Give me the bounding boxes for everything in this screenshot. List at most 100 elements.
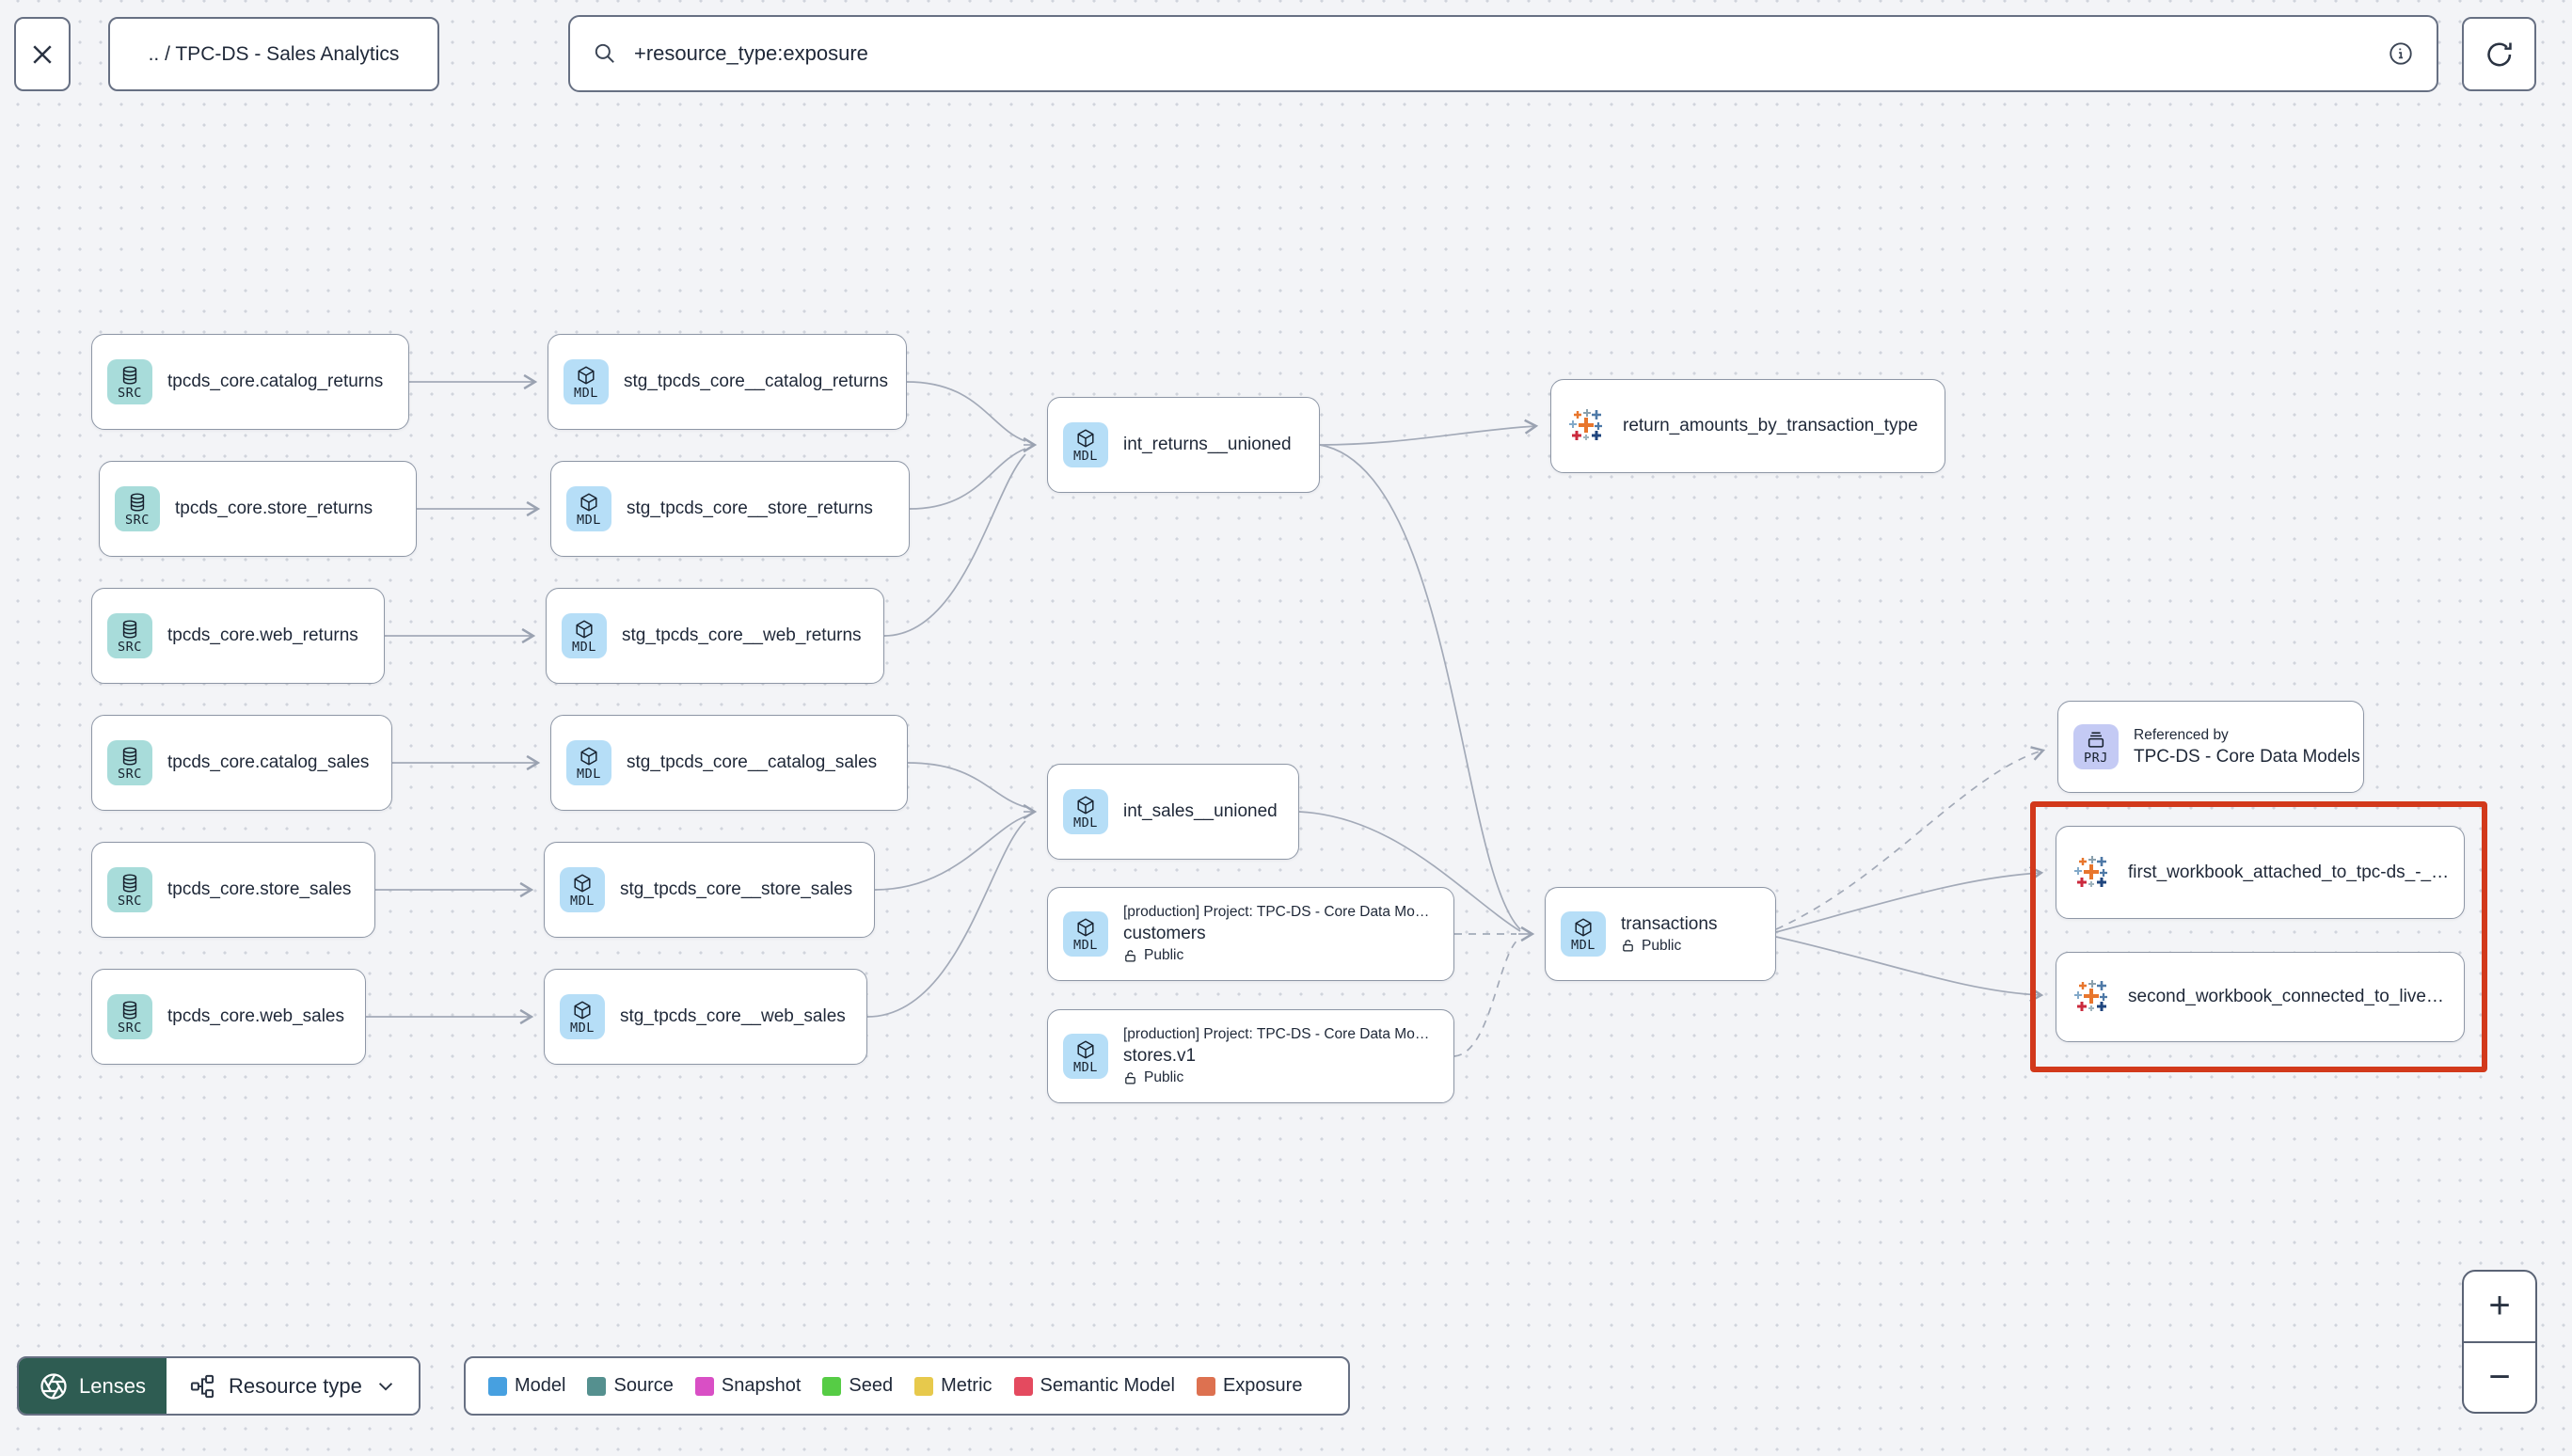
legend-item-seed: Seed	[822, 1375, 893, 1397]
node-source-tpcds-core-web-returns[interactable]: SRC tpcds_core.web_returns	[91, 588, 385, 684]
source-badge: SRC	[107, 994, 152, 1039]
node-source-tpcds-core-web-sales[interactable]: SRC tpcds_core.web_sales	[91, 969, 366, 1065]
resource-type-legend: Model Source Snapshot Seed Metric Semant…	[464, 1356, 1350, 1416]
lock-open-icon	[1125, 949, 1135, 961]
zoom-out-button[interactable]: −	[2488, 1355, 2511, 1398]
tableau-icon	[2074, 980, 2107, 1011]
database-icon	[122, 873, 137, 893]
node-source-tpcds-core-store-sales[interactable]: SRC tpcds_core.store_sales	[91, 842, 375, 938]
breadcrumb-label: .. / TPC-DS - Sales Analytics	[148, 42, 400, 65]
node-model-stg-tpcds-core-catalog-returns[interactable]: MDL stg_tpcds_core__catalog_returns	[548, 334, 907, 430]
search-bar[interactable]	[568, 15, 2438, 92]
database-icon	[122, 619, 137, 639]
node-exposure-first-workbook[interactable]: first_workbook_attached_to_tpc-ds_-_…	[2056, 826, 2465, 919]
node-label: tpcds_core.store_sales	[167, 879, 352, 899]
node-label: second_workbook_connected_to_live…	[2128, 987, 2444, 1006]
database-icon	[122, 746, 137, 766]
legend-item-metric: Metric	[914, 1375, 992, 1397]
node-exposure-second-workbook[interactable]: second_workbook_connected_to_live…	[2056, 952, 2465, 1042]
cube-icon	[1575, 918, 1592, 936]
source-swatch	[587, 1376, 607, 1396]
node-label: int_sales__unioned	[1123, 801, 1278, 821]
node-label: stg_tpcds_core__catalog_sales	[627, 752, 878, 772]
cube-icon	[578, 366, 595, 384]
aperture-icon	[40, 1372, 67, 1400]
node-source-tpcds-core-catalog-returns[interactable]: SRC tpcds_core.catalog_returns	[91, 334, 409, 430]
chevron-down-icon	[378, 1382, 392, 1391]
lenses-label: Lenses	[79, 1373, 146, 1398]
cube-icon	[574, 874, 591, 892]
model-badge: MDL	[566, 740, 611, 785]
source-badge: SRC	[107, 740, 152, 785]
node-model-stg-tpcds-core-store-sales[interactable]: MDL stg_tpcds_core__store_sales	[544, 842, 875, 938]
search-input[interactable]	[632, 40, 2373, 67]
model-badge: MDL	[1063, 1034, 1108, 1079]
node-model-stg-tpcds-core-web-returns[interactable]: MDL stg_tpcds_core__web_returns	[546, 588, 884, 684]
node-model-stg-tpcds-core-catalog-sales[interactable]: MDL stg_tpcds_core__catalog_sales	[550, 715, 908, 811]
model-badge: MDL	[562, 613, 607, 658]
info-icon[interactable]	[2388, 40, 2414, 67]
zoom-in-button[interactable]: +	[2488, 1285, 2511, 1327]
node-label: stg_tpcds_core__store_sales	[620, 879, 853, 899]
database-icon	[122, 365, 137, 385]
node-label: first_workbook_attached_to_tpc-ds_-_…	[2128, 862, 2450, 882]
node-exposure-return-amounts-by-transaction-type[interactable]: return_amounts_by_transaction_type	[1550, 379, 1945, 473]
node-model-stg-tpcds-core-web-sales[interactable]: MDL stg_tpcds_core__web_sales	[544, 969, 867, 1065]
zoom-divider	[2464, 1340, 2535, 1343]
node-model-stg-tpcds-core-store-returns[interactable]: MDL stg_tpcds_core__store_returns	[550, 461, 910, 557]
node-label: return_amounts_by_transaction_type	[1623, 416, 1918, 435]
model-swatch	[488, 1376, 507, 1396]
legend-item-semantic-model: Semantic Model	[1013, 1375, 1175, 1397]
node-model-transactions[interactable]: MDL transactions Public	[1545, 887, 1776, 981]
legend-item-exposure: Exposure	[1196, 1375, 1302, 1397]
legend-item-snapshot: Snapshot	[694, 1375, 801, 1397]
node-label: stg_tpcds_core__web_sales	[620, 1006, 846, 1026]
node-label: tpcds_core.catalog_returns	[167, 372, 384, 391]
lock-open-icon	[1623, 940, 1633, 952]
metric-swatch	[914, 1376, 934, 1396]
cube-icon	[580, 493, 597, 511]
source-badge: SRC	[115, 486, 160, 531]
refresh-icon	[2486, 41, 2512, 66]
node-label: int_returns__unioned	[1123, 435, 1292, 454]
archive-icon	[2088, 731, 2104, 748]
node-source-tpcds-core-catalog-sales[interactable]: SRC tpcds_core.catalog_sales	[91, 715, 392, 811]
node-label: stores.v1	[1123, 1046, 1197, 1066]
node-source-tpcds-core-store-returns[interactable]: SRC tpcds_core.store_returns	[99, 461, 417, 557]
zoom-controls: + −	[2462, 1270, 2537, 1414]
cube-icon	[1077, 918, 1094, 936]
close-icon	[33, 44, 52, 64]
node-label: stg_tpcds_core__web_returns	[622, 625, 862, 645]
breadcrumb[interactable]: .. / TPC-DS - Sales Analytics	[108, 17, 439, 91]
node-label: tpcds_core.store_returns	[175, 499, 373, 518]
model-badge: MDL	[560, 994, 605, 1039]
refresh-button[interactable]	[2462, 17, 2536, 91]
node-model-customers[interactable]: MDL [production] Project: TPC-DS - Core …	[1047, 887, 1454, 981]
cube-icon	[574, 1001, 591, 1019]
snapshot-swatch	[694, 1376, 714, 1396]
node-label: stg_tpcds_core__catalog_returns	[624, 372, 888, 391]
node-label: TPC-DS - Core Data Models	[2134, 746, 2360, 767]
node-access: Public	[1123, 1069, 1429, 1086]
resource-type-dropdown[interactable]: Resource type	[166, 1358, 419, 1414]
node-project-referenced-by[interactable]: PRJ Referenced by TPC-DS - Core Data Mod…	[2057, 701, 2364, 793]
tableau-icon	[2074, 855, 2107, 887]
semantic-model-swatch	[1013, 1376, 1033, 1396]
source-badge: SRC	[107, 359, 152, 404]
node-project-label: [production] Project: TPC-DS - Core Data…	[1123, 1026, 1430, 1042]
close-button[interactable]	[14, 17, 71, 91]
legend-item-model: Model	[488, 1375, 565, 1397]
node-project-label: [production] Project: TPC-DS - Core Data…	[1123, 904, 1430, 920]
node-model-int-sales-unioned[interactable]: MDL int_sales__unioned	[1047, 764, 1299, 860]
database-icon	[130, 492, 145, 512]
node-model-int-returns-unioned[interactable]: MDL int_returns__unioned	[1047, 397, 1320, 493]
lenses-button[interactable]: Lenses	[19, 1358, 167, 1414]
node-model-stores-v1[interactable]: MDL [production] Project: TPC-DS - Core …	[1047, 1009, 1454, 1103]
node-label: transactions	[1621, 913, 1718, 934]
model-badge: MDL	[564, 359, 609, 404]
model-badge: MDL	[1063, 422, 1108, 467]
cube-icon	[1077, 796, 1094, 814]
resource-type-label: Resource type	[228, 1373, 362, 1398]
cube-icon	[1077, 1040, 1094, 1058]
